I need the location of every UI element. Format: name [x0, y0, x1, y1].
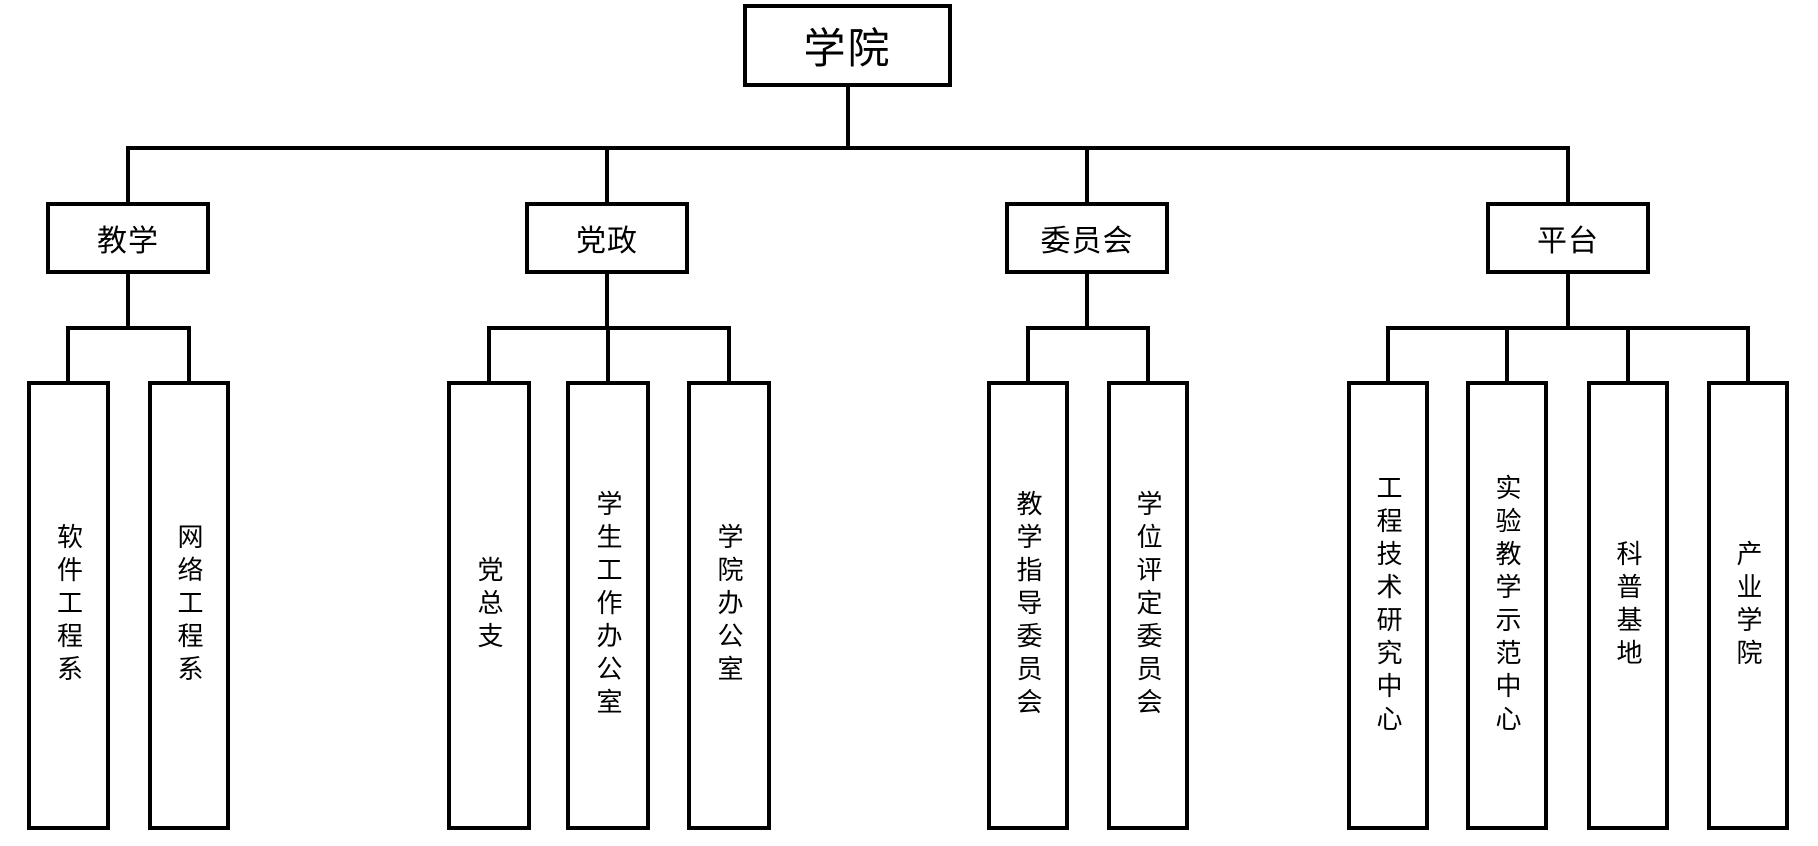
root-node-college: 学院 [743, 4, 952, 87]
branch-node-platform-label: 平台 [1537, 225, 1599, 258]
connector-stub-leaf [727, 326, 731, 381]
connector-stub-leaf [66, 326, 70, 381]
leaf-node-science-popularization-base: 科普基地 [1587, 381, 1669, 830]
connector-stub-leaf [487, 326, 491, 381]
connector-drop-party [605, 274, 609, 330]
connector-bus-teaching-children [66, 326, 191, 330]
connector-stub-leaf [1386, 326, 1390, 381]
branch-node-committee: 委员会 [1005, 202, 1169, 274]
leaf-node-engineering-tech-research-center-label: 工程技术研究中心 [1373, 473, 1403, 738]
connector-drop-teaching [126, 274, 130, 330]
leaf-node-teaching-steering-committee: 教学指导委员会 [987, 381, 1069, 830]
connector-stub-leaf [1746, 326, 1750, 381]
connector-stub-party [605, 146, 609, 202]
connector-bus-committee-children [1026, 326, 1150, 330]
leaf-node-engineering-tech-research-center: 工程技术研究中心 [1347, 381, 1429, 830]
leaf-node-network-engineering-dept: 网络工程系 [148, 381, 230, 830]
connector-bus-platform-children [1386, 326, 1750, 330]
leaf-node-college-office-label: 学院办公室 [714, 523, 744, 688]
connector-stub-teaching [126, 146, 130, 202]
connector-main-bus [126, 146, 1570, 150]
leaf-node-experimental-teaching-demo-center-label: 实验教学示范中心 [1492, 473, 1522, 738]
leaf-node-software-engineering-dept-label: 软件工程系 [53, 523, 84, 688]
leaf-node-science-popularization-base-label: 科普基地 [1613, 539, 1643, 672]
leaf-node-student-affairs-office-label: 学生工作办公室 [593, 490, 623, 721]
branch-node-party: 党政 [525, 202, 689, 274]
connector-stub-leaf [187, 326, 191, 381]
leaf-node-teaching-steering-committee-label: 教学指导委员会 [1013, 490, 1043, 721]
connector-root-trunk [846, 87, 850, 150]
root-node-label: 学院 [803, 25, 892, 72]
connector-stub-leaf [1146, 326, 1150, 381]
connector-stub-platform [1566, 146, 1570, 202]
leaf-node-college-office: 学院办公室 [687, 381, 771, 830]
connector-drop-committee [1085, 274, 1089, 330]
leaf-node-network-engineering-dept-label: 网络工程系 [174, 523, 204, 688]
branch-node-teaching-label: 教学 [97, 225, 159, 258]
connector-stub-leaf [1626, 326, 1630, 381]
branch-node-party-label: 党政 [576, 225, 638, 258]
connector-stub-leaf [1505, 326, 1509, 381]
leaf-node-software-engineering-dept: 软件工程系 [27, 381, 110, 830]
leaf-node-degree-evaluation-committee-label: 学位评定委员会 [1133, 490, 1163, 721]
leaf-node-student-affairs-office: 学生工作办公室 [566, 381, 650, 830]
branch-node-teaching: 教学 [46, 202, 210, 274]
leaf-node-party-general-branch: 党总支 [447, 381, 531, 830]
leaf-node-industry-college: 产业学院 [1707, 381, 1789, 830]
leaf-node-party-general-branch-label: 党总支 [474, 556, 504, 655]
branch-node-committee-label: 委员会 [1040, 225, 1134, 258]
connector-drop-platform [1566, 274, 1570, 330]
leaf-node-degree-evaluation-committee: 学位评定委员会 [1107, 381, 1189, 830]
connector-stub-committee [1085, 146, 1089, 202]
branch-node-platform: 平台 [1486, 202, 1650, 274]
connector-stub-leaf [1026, 326, 1030, 381]
connector-stub-leaf [606, 326, 610, 381]
leaf-node-experimental-teaching-demo-center: 实验教学示范中心 [1466, 381, 1548, 830]
leaf-node-industry-college-label: 产业学院 [1733, 539, 1763, 672]
